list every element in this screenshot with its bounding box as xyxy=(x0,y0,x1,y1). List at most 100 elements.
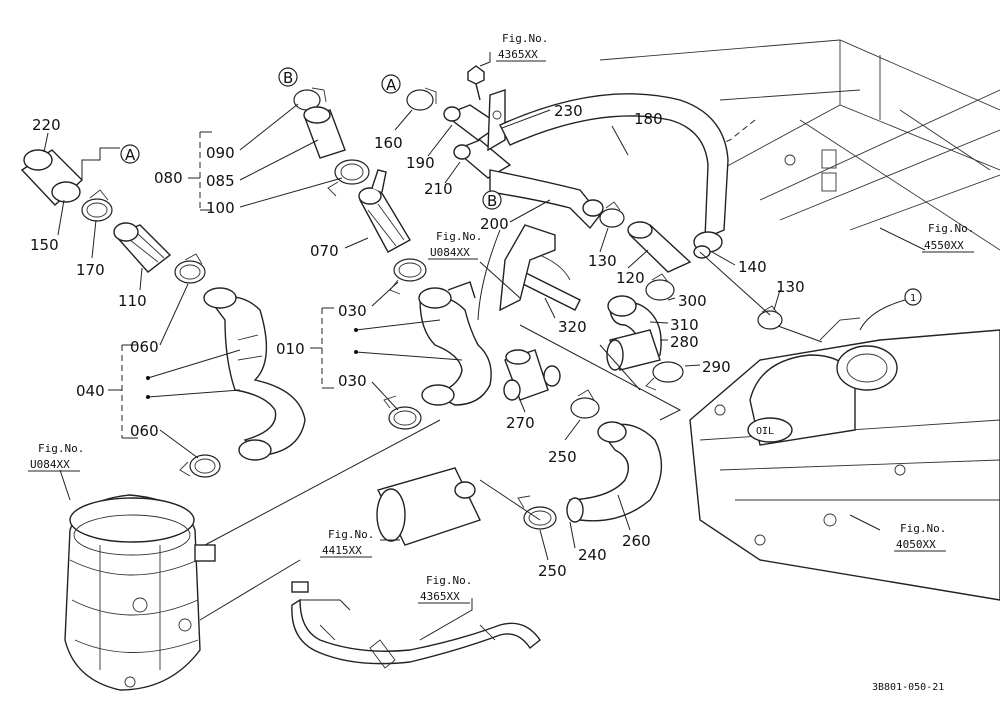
part-280-sleeve xyxy=(606,329,661,371)
marker-label: B xyxy=(283,69,293,87)
part-label: 030 xyxy=(338,372,367,390)
part-030-clamp-lower xyxy=(383,395,422,430)
part-060-clamp-upper xyxy=(174,253,206,284)
fig-ref-line1: Fig.No. xyxy=(38,442,84,455)
drawing-code: 3B801-050-21 xyxy=(872,682,944,693)
part-label: 150 xyxy=(30,236,59,254)
part-250-clamp-lower xyxy=(517,495,557,530)
part-120-tube xyxy=(627,221,692,273)
part-label: 320 xyxy=(558,318,587,336)
bracket-mid xyxy=(477,224,556,321)
part-label: 240 xyxy=(578,546,607,564)
fig-ref-line1: Fig.No. xyxy=(900,522,946,535)
part-label: 110 xyxy=(118,292,147,310)
part-number-labels: 220 150 170 110 060 040 060 080 090 085 … xyxy=(30,102,805,580)
marker-a-right: A xyxy=(381,74,401,94)
fig-ref-line1: Fig.No. xyxy=(502,32,548,45)
part-label: 130 xyxy=(776,278,805,296)
part-130-clamp-lower xyxy=(757,305,783,330)
fig-ref-4365-bottom: Fig.No. 4365XX xyxy=(418,574,472,604)
fig-ref-line2: 4365XX xyxy=(420,590,460,603)
part-290-clamp xyxy=(645,361,684,391)
part-label: 250 xyxy=(548,448,577,466)
marker-label: A xyxy=(125,146,136,164)
fuel-line-bottom xyxy=(291,581,541,669)
fig-ref-4365-top: Fig.No. 4365XX xyxy=(496,32,548,62)
bolt-top xyxy=(467,65,485,101)
part-085-tube xyxy=(303,106,346,159)
part-label: 190 xyxy=(406,154,435,172)
part-label: 120 xyxy=(616,269,645,287)
part-label: 140 xyxy=(738,258,767,276)
part-label: 260 xyxy=(622,532,651,550)
part-250-clamp-upper xyxy=(570,389,600,419)
part-label: 085 xyxy=(206,172,235,190)
part-label: 090 xyxy=(206,144,235,162)
marker-label: 1 xyxy=(910,293,916,304)
part-label: 160 xyxy=(374,134,403,152)
part-label: 030 xyxy=(338,302,367,320)
marker-b-right: B xyxy=(482,190,502,210)
part-label: 080 xyxy=(154,169,183,187)
part-090-clamp xyxy=(293,87,327,111)
fig-ref-line2: 4415XX xyxy=(322,544,362,557)
part-140-end xyxy=(693,231,723,259)
part-200-pipe xyxy=(489,169,604,230)
part-label: 170 xyxy=(76,261,105,279)
part-160-clamp xyxy=(406,87,437,111)
part-label: 200 xyxy=(480,215,509,233)
part-label: 310 xyxy=(670,316,699,334)
part-110-valve xyxy=(113,222,172,273)
part-label: 100 xyxy=(206,199,235,217)
marker-label: B xyxy=(487,192,497,210)
part-label: 210 xyxy=(424,180,453,198)
part-label: 010 xyxy=(276,340,305,358)
engine-block: OIL xyxy=(689,317,1000,601)
part-label: 270 xyxy=(506,414,535,432)
part-300-clamp xyxy=(645,273,675,301)
marker-b-left: B xyxy=(278,67,298,87)
part-100-clamp xyxy=(327,159,370,197)
part-label: 060 xyxy=(130,338,159,356)
part-label: 280 xyxy=(670,333,699,351)
oil-cap-mark: OIL xyxy=(756,426,774,437)
fig-ref-line2: 4050XX xyxy=(896,538,936,551)
part-130-clamp-upper xyxy=(599,201,625,228)
part-170-clamp xyxy=(81,189,113,222)
part-260-hose xyxy=(566,421,663,523)
part-270-tee xyxy=(503,349,561,401)
frame-structure xyxy=(599,39,1000,251)
marker-a-left: A xyxy=(120,144,140,164)
fig-ref-4050: Fig.No. 4050XX xyxy=(894,522,946,552)
part-210-pipe xyxy=(453,139,512,179)
fig-ref-line2: 4365XX xyxy=(498,48,538,61)
air-cleaner xyxy=(64,494,216,691)
part-060-clamp-lower xyxy=(179,454,221,478)
fig-ref-4550: Fig.No. 4550XX xyxy=(922,222,974,253)
fig-ref-line1: Fig.No. xyxy=(426,574,472,587)
fig-ref-line2: U084XX xyxy=(430,246,470,259)
canister-4415 xyxy=(376,467,481,546)
fig-ref-line1: Fig.No. xyxy=(436,230,482,243)
hose-040 xyxy=(203,287,306,461)
part-label: 060 xyxy=(130,422,159,440)
leader-lines xyxy=(43,52,926,641)
part-230-bracket xyxy=(487,89,506,152)
fig-ref-line2: 4550XX xyxy=(924,239,964,252)
bracket-dots xyxy=(146,328,358,399)
part-label: 220 xyxy=(32,116,61,134)
part-180-pipe xyxy=(499,93,729,240)
fig-ref-u084-left: Fig.No. U084XX xyxy=(28,442,84,472)
part-label: 250 xyxy=(538,562,567,580)
part-label: 040 xyxy=(76,382,105,400)
part-label: 230 xyxy=(554,102,583,120)
fig-ref-line1: Fig.No. xyxy=(928,222,974,235)
hose-010 xyxy=(418,281,492,406)
part-label: 290 xyxy=(702,358,731,376)
fig-ref-4415: Fig.No. 4415XX xyxy=(320,528,374,558)
part-label: 300 xyxy=(678,292,707,310)
marker-1: 1 xyxy=(904,288,922,306)
marker-label: A xyxy=(386,76,397,94)
